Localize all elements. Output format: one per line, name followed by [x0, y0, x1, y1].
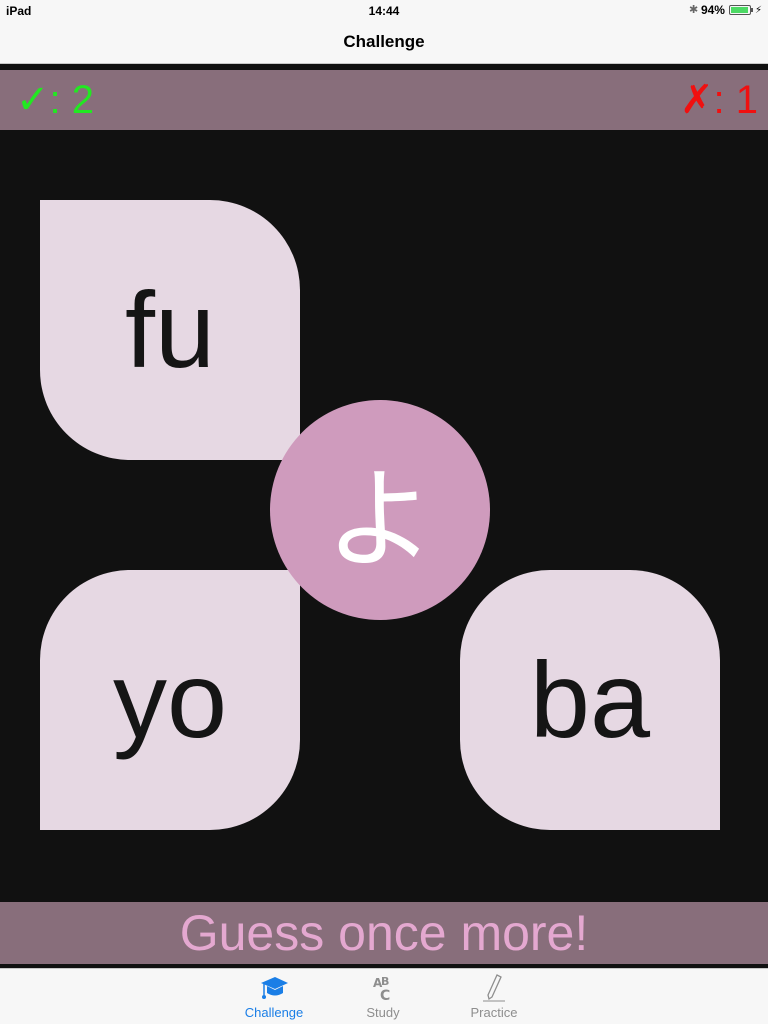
abc-blocks-icon: A B C [373, 975, 390, 1003]
answer-label: fu [124, 269, 216, 390]
svg-text:B: B [381, 975, 389, 988]
tab-label: Study [366, 1005, 400, 1020]
tab-study[interactable]: A B C Study [333, 971, 433, 1023]
page-title: Challenge [343, 32, 425, 51]
kana-character: よ [325, 456, 435, 584]
feedback-bar: Guess once more! [0, 902, 768, 964]
charging-icon: ⚡ [754, 4, 762, 16]
answer-label: yo [112, 639, 228, 760]
tab-challenge[interactable]: Challenge [224, 971, 324, 1023]
battery-icon [728, 5, 753, 15]
graduation-cap-icon [261, 977, 288, 999]
device-name: iPad [6, 4, 32, 18]
tab-practice[interactable]: Practice [444, 971, 544, 1023]
navigation-bar: Challenge [0, 22, 768, 64]
bluetooth-icon: ✱ [688, 4, 699, 16]
svg-text:A: A [373, 976, 383, 990]
status-bar: iPad 14:44 ✱ 94% ⚡ [0, 0, 768, 22]
battery-level [730, 7, 748, 13]
tab-label: Practice [470, 1005, 518, 1020]
answer-option-ba[interactable]: ba [460, 570, 720, 830]
score-bar: ✓: 2 ✗: 1 [0, 70, 768, 130]
status-indicators: ✱ 94% ⚡ [689, 3, 762, 17]
tab-label: Challenge [244, 1005, 304, 1020]
correct-count: ✓: 2 [16, 78, 94, 122]
tab-bar: Challenge A B C Study Practice [0, 968, 768, 1024]
wrong-count: ✗: 1 [680, 78, 758, 122]
answer-label: ba [529, 639, 651, 760]
clock: 14:44 [368, 4, 400, 18]
svg-text:C: C [380, 988, 390, 1003]
answer-option-fu[interactable]: fu [40, 200, 300, 460]
kana-prompt: よ [270, 400, 490, 620]
battery-percent: 94% [700, 3, 725, 17]
answer-option-yo[interactable]: yo [40, 570, 300, 830]
pencil-icon [483, 974, 505, 1002]
feedback-message: Guess once more! [179, 905, 589, 961]
